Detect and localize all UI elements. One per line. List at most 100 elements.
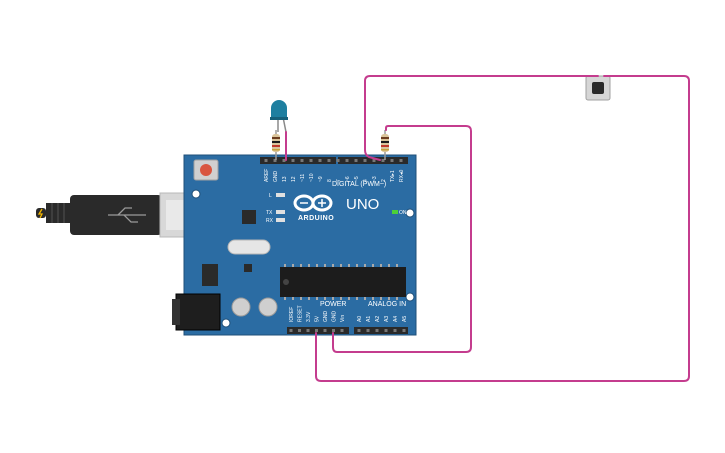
header-pin[interactable] [264, 159, 268, 162]
mounting-hole [191, 189, 201, 199]
header-pin[interactable] [327, 159, 331, 162]
header-pin[interactable] [357, 329, 361, 332]
header-pin[interactable] [399, 159, 403, 162]
board-brand: ARDUINO [298, 215, 334, 222]
rx-led-label: RX [266, 218, 274, 224]
resistor-button[interactable] [381, 130, 389, 160]
header-pin[interactable] [372, 159, 376, 162]
mounting-hole [405, 292, 415, 302]
header-pin[interactable] [336, 159, 340, 162]
analog-header[interactable] [354, 327, 408, 334]
header-pin[interactable] [291, 159, 295, 162]
small-chip [244, 264, 252, 272]
tx-led-label: TX [266, 210, 273, 216]
on-led-label: ON [399, 210, 407, 216]
pin-label: RESET [298, 305, 304, 322]
pin-label: A3 [384, 316, 390, 322]
atmega-notch [283, 279, 289, 285]
header-pin[interactable] [282, 159, 286, 162]
resistor-led[interactable] [272, 130, 280, 160]
header-pin[interactable] [363, 159, 367, 162]
pin-label: 7 [336, 179, 342, 182]
header-pin[interactable] [298, 329, 301, 332]
atmega-pins [284, 264, 398, 300]
header-pin[interactable] [315, 329, 318, 332]
capacitor-2 [258, 297, 278, 317]
header-pin[interactable] [332, 329, 335, 332]
pin-label: ~11 [300, 174, 306, 182]
header-pin[interactable] [345, 159, 349, 162]
voltage-regulator [202, 264, 218, 286]
l-led-label: L [269, 193, 272, 199]
l-led [276, 193, 285, 197]
analog-header-label: ANALOG IN [368, 301, 406, 308]
header-pin[interactable] [375, 329, 379, 332]
pin-label: 8 [327, 179, 333, 182]
header-pin[interactable] [318, 159, 322, 162]
usb-cable[interactable] [36, 192, 197, 238]
pin-label: AREF [264, 169, 270, 182]
led-body [271, 100, 287, 118]
header-pin[interactable] [366, 329, 370, 332]
blue-led[interactable] [270, 100, 288, 133]
digital-header-left[interactable] [260, 157, 336, 164]
power-header-label: POWER [320, 301, 346, 308]
wire-button-to-5v[interactable] [315, 75, 690, 382]
header-pin[interactable] [289, 329, 293, 332]
pin-label: ~6 [345, 176, 351, 182]
arduino-infinity-logo-icon [293, 194, 333, 212]
pin-label: A2 [375, 316, 381, 322]
pin-label: 4 [363, 179, 369, 182]
pin-label: 3.3V [306, 311, 312, 322]
pin-label: 12 [291, 176, 297, 182]
crystal-oscillator [227, 239, 271, 255]
led-base [270, 117, 288, 120]
header-pin[interactable] [300, 159, 304, 162]
rx-led [276, 218, 285, 222]
usb-plug-tip [36, 208, 46, 218]
logo-plus [318, 199, 326, 207]
usb-lightning-icon [37, 208, 44, 219]
mounting-hole [405, 208, 415, 218]
pin-label: GND [332, 311, 338, 323]
digital-header-label: DIGITAL (PWM~) [332, 181, 386, 188]
header-pin[interactable] [381, 159, 385, 162]
usb-cable-ridges [51, 203, 65, 223]
header-pin[interactable] [354, 159, 358, 162]
header-pin[interactable] [402, 329, 406, 332]
header-pin[interactable] [384, 329, 388, 332]
capacitor-1 [231, 297, 251, 317]
pin-label: ~3 [372, 176, 378, 182]
wire-resistor-to-gnd[interactable] [332, 125, 472, 353]
power-jack[interactable] [175, 293, 221, 331]
pin-label: ~9 [318, 176, 324, 182]
pin-label: TX▸1 [390, 170, 396, 182]
wires[interactable] [285, 75, 690, 382]
pin-label: A0 [357, 316, 363, 322]
header-pin[interactable] [393, 329, 397, 332]
header-pin[interactable] [309, 159, 313, 162]
wire-button-to-pin2[interactable] [364, 75, 599, 161]
header-pin[interactable] [273, 159, 277, 162]
atmega-chip [280, 267, 406, 297]
pin-label: GND [273, 171, 279, 183]
header-pin[interactable] [340, 329, 344, 332]
pushbutton[interactable] [585, 75, 611, 101]
header-pin[interactable] [390, 159, 394, 162]
header-pin[interactable] [306, 329, 310, 332]
board-pcb [183, 154, 417, 336]
on-led [392, 210, 398, 214]
header-pin[interactable] [323, 329, 327, 332]
pin-label: GND [323, 311, 329, 323]
pin-label: Vin [340, 315, 346, 322]
mounting-hole [221, 318, 231, 328]
power-jack-shadow [172, 299, 180, 325]
pin-label: IOREF [289, 307, 295, 322]
reset-button-cap [200, 164, 212, 176]
pushbutton-cap [592, 82, 604, 94]
